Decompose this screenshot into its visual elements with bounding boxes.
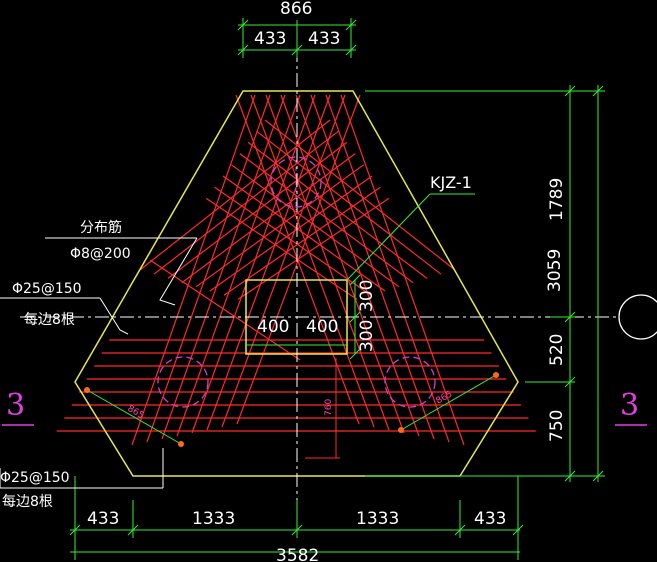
rebar-cross-b xyxy=(205,197,358,300)
rebar-diagonal-left xyxy=(191,94,316,434)
rebar-cross-a xyxy=(195,164,364,288)
dist-bar-title: 分布筋 xyxy=(80,219,122,236)
rebar-cross-a xyxy=(223,186,381,296)
dim-bottom-3: 1333 xyxy=(356,509,399,529)
rebar-diagonal-left xyxy=(131,94,256,446)
dim-bottom-4: 433 xyxy=(474,509,506,529)
rebar-diagonal-left xyxy=(176,94,301,437)
dim-bottom-total: 3582 xyxy=(276,546,319,562)
dim-top-right: 433 xyxy=(308,29,340,49)
inner-dimension-lines xyxy=(305,358,340,459)
dim-inner-760: 760 xyxy=(324,399,334,416)
rebar-diagonal-right xyxy=(265,94,390,431)
dim-col-h-top: 300 xyxy=(357,280,377,312)
rebar-diagonal-right xyxy=(280,94,405,434)
rebar-cross-a xyxy=(181,153,356,284)
section-marker-left: 3 xyxy=(6,388,25,423)
dim-col-w-left: 400 xyxy=(257,317,289,337)
rebar-cross-b xyxy=(247,141,428,279)
axis-bubble xyxy=(618,294,657,340)
rebar-cross-b xyxy=(222,175,386,292)
rebar-end-points xyxy=(84,372,499,447)
rebar-cross-b xyxy=(264,119,456,271)
main-bar-spec: Φ25@150 xyxy=(12,281,82,297)
section-marker-right: 3 xyxy=(620,388,639,423)
pile-left xyxy=(157,356,209,408)
rebar-cross-a xyxy=(139,119,331,271)
dim-top-total: 866 xyxy=(280,0,312,19)
rebar-cross-b xyxy=(214,186,372,296)
column-label: KJZ-1 xyxy=(430,173,472,192)
rebar-diagonal-left xyxy=(146,94,271,443)
pile-right xyxy=(384,356,436,408)
distribution-bar xyxy=(149,259,301,361)
rebar-diagonal-left xyxy=(221,94,346,428)
rebar-lines xyxy=(56,94,536,446)
dim-col-w-right: 400 xyxy=(306,317,338,337)
rebar-diagonal-left xyxy=(206,94,331,431)
dist-bar-spec: Φ8@200 xyxy=(70,246,131,262)
rebar-diagonal-right xyxy=(250,94,375,428)
rebar-cross-b xyxy=(231,164,400,288)
dim-bottom-1: 433 xyxy=(87,509,119,529)
dim-right-bot: 750 xyxy=(547,410,567,442)
dimension-lines xyxy=(69,18,605,560)
dim-right-top: 1789 xyxy=(547,178,567,221)
dim-top-left: 433 xyxy=(254,29,286,49)
main-bar-count-2: 每边8根 xyxy=(2,494,53,510)
pile-top xyxy=(270,156,322,208)
dim-right-total: 3059 xyxy=(545,249,565,292)
rebar-cross-a xyxy=(209,175,373,292)
rebar-cross-b xyxy=(256,130,442,275)
rebar-diagonal-right xyxy=(325,94,450,443)
main-bar-spec-2: Φ25@150 xyxy=(0,470,70,486)
dim-bottom-2: 1333 xyxy=(192,509,235,529)
rebar-diagonal-right xyxy=(340,94,465,446)
main-bar-count: 每边8根 xyxy=(24,312,75,328)
dim-inner-865-left: 865 xyxy=(126,404,146,421)
dim-col-h-bot: 300 xyxy=(357,320,377,352)
rebar-cross-a xyxy=(237,197,390,300)
rebar-cross-b xyxy=(239,153,414,284)
rebar-cross-a xyxy=(167,141,348,279)
annotation-leaders xyxy=(0,237,198,489)
rebar-cross-a xyxy=(153,130,339,275)
dim-right-mid: 520 xyxy=(547,334,567,366)
rebar-diagonal-right xyxy=(295,94,420,437)
